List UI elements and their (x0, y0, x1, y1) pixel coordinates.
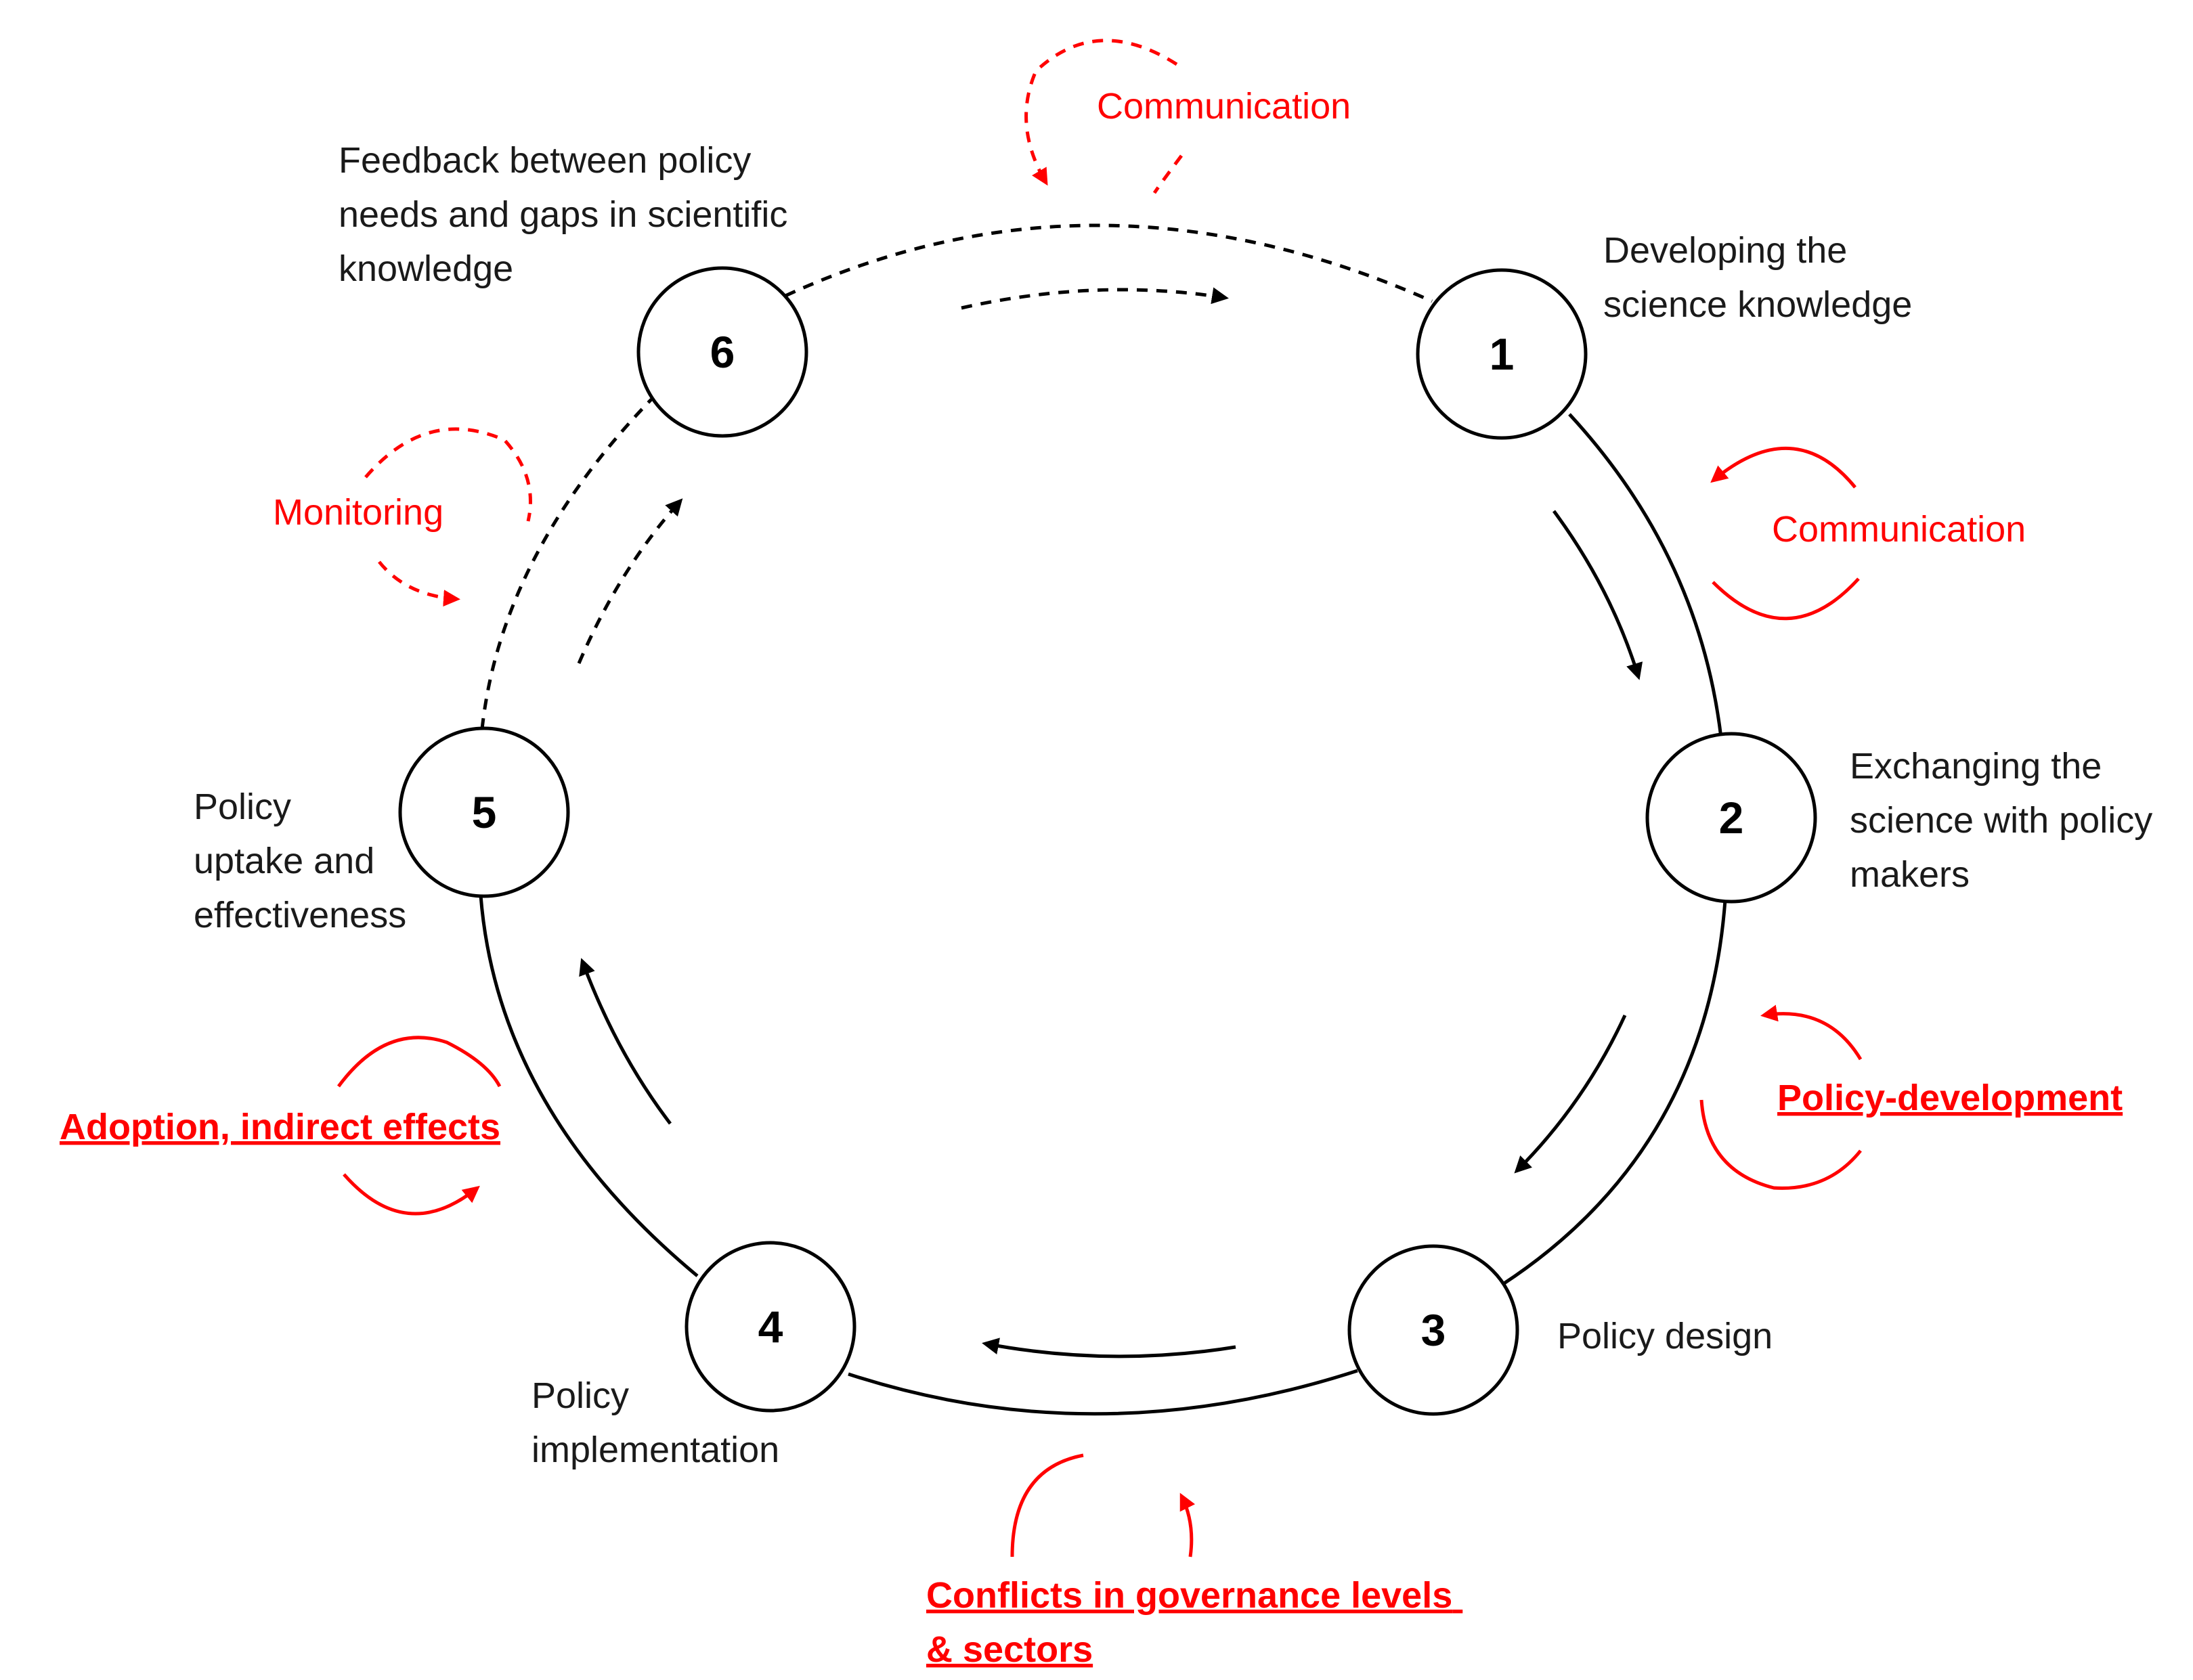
node-6-label: Feedback between policy needs and gaps i… (339, 140, 798, 289)
flow-arrow-3-4 (982, 1338, 1236, 1358)
cycle-arc-3-4 (848, 1369, 1358, 1416)
communication-top-label: Communication (1097, 86, 1351, 127)
communication-top-loop (1024, 39, 1184, 194)
node-4-number: 4 (758, 1302, 783, 1352)
node-1: 1 (1416, 268, 1588, 440)
cycle-arc-5-6 (480, 398, 653, 730)
node-4: 4 (685, 1241, 856, 1413)
node-5: 5 (398, 726, 570, 898)
node-4-label: Policy implementation (531, 1375, 779, 1470)
adoption-label: Adoption, indirect effects (60, 1107, 500, 1147)
node-2: 2 (1645, 732, 1817, 904)
node-2-number: 2 (1719, 793, 1744, 843)
conflicts-loop (1010, 1453, 1196, 1557)
monitoring-loop (364, 427, 532, 607)
node-6-number: 6 (710, 327, 735, 377)
node-3: 3 (1347, 1244, 1519, 1416)
communication-right-loop (1710, 446, 1860, 621)
policy-development-label: Policy-development (1777, 1078, 2123, 1118)
node-5-label: Policy uptake and effectiveness (194, 787, 406, 935)
node-6: 6 (636, 266, 808, 438)
flow-arrow-2-3 (1514, 1014, 1627, 1174)
adoption-loop (336, 1036, 502, 1216)
cycle-arc-2-3 (1502, 900, 1727, 1286)
node-3-number: 3 (1421, 1305, 1446, 1355)
node-2-label: Exchanging the science with policy maker… (1850, 746, 2163, 895)
cycle-arc-1-2 (1568, 413, 1723, 738)
flow-arrow-5-6 (577, 498, 683, 664)
communication-right-label: Communication (1772, 509, 2026, 550)
flow-arrow-6-1 (961, 287, 1229, 310)
monitoring-label: Monitoring (273, 492, 443, 533)
policy-development-loop (1699, 1004, 1863, 1190)
flow-arrow-4-5 (579, 958, 672, 1125)
conflicts-label: Conflicts in governance levels & sectors (926, 1575, 1462, 1670)
node-5-number: 5 (472, 787, 497, 837)
node-1-number: 1 (1490, 329, 1515, 379)
cycle-arc-4-5 (479, 895, 699, 1277)
cycle-arc-6-1 (784, 223, 1433, 303)
flow-arrow-1-2 (1552, 510, 1643, 680)
node-3-label: Policy design (1557, 1316, 1773, 1356)
node-1-label: Developing the science knowledge (1603, 230, 1912, 325)
